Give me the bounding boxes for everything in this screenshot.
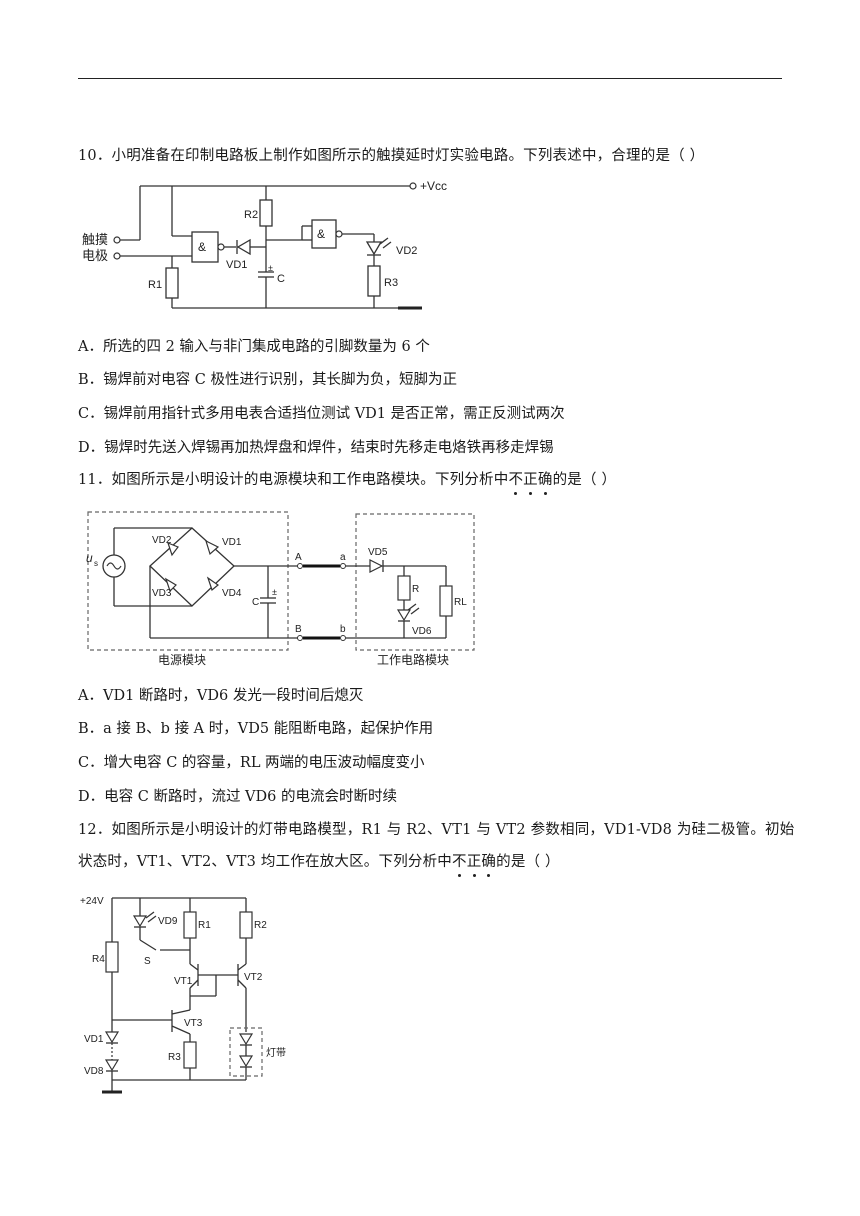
svg-text:VD2: VD2 [152,535,172,546]
q11-stem: 11．如图所示是小明设计的电源模块和工作电路模块。下列分析中不正确的是（ ） [78,472,617,495]
q12-circuit-diagram: +24V R4 VD1 VD8 VD9 S R1 R2 VT1 VT2 [80,896,286,1094]
svg-text:触摸: 触摸 [82,232,108,247]
svg-text:a: a [340,552,346,563]
svg-text:VD8: VD8 [84,1066,104,1077]
q10-circuit-diagram: +Vcc 触摸 电极 R1 & VD1 R2 ± C & VD2 R3 [82,179,447,310]
q10-option-b: B．锡焊前对电容 C 极性进行识别，其长脚为负，短脚为正 [78,372,457,388]
svg-text:±: ± [268,263,273,273]
svg-text:C: C [252,597,259,608]
q11-emphasis: 不正确 [508,472,553,495]
svg-text:VD1: VD1 [222,537,242,548]
q11-circuit-diagram: 电源模块 工作电路模块 u s VD2 VD1 VD3 VD4 C ± A a … [86,511,475,667]
svg-text:灯带: 灯带 [266,1047,286,1059]
q10-stem: 10．小明准备在印制电路板上制作如图所示的触摸延时灯实验电路。下列表述中，合理的… [78,148,705,164]
header-rule [78,78,782,79]
svg-text:R2: R2 [254,920,267,931]
svg-text:VD3: VD3 [152,588,172,599]
q12-stem-line1: 12．如图所示是小明设计的灯带电路模型，R1 与 R2、VT1 与 VT2 参数… [78,822,795,838]
svg-text:电极: 电极 [82,248,108,263]
q10-option-c: C．锡焊前用指针式多用电表合适挡位测试 VD1 是否正常，需正反测试两次 [78,406,565,422]
svg-text:+24V: +24V [80,896,104,907]
q12-emphasis: 不正确 [452,854,497,877]
q11-option-a: A．VD1 断路时，VD6 发光一段时间后熄灭 [78,688,364,704]
q11-option-c: C．增大电容 C 的容量，RL 两端的电压波动幅度变小 [78,755,425,771]
svg-text:R4: R4 [92,954,105,965]
svg-text:R3: R3 [168,1052,181,1063]
svg-text:VT2: VT2 [244,972,263,983]
svg-text:+Vcc: +Vcc [420,179,447,193]
svg-text:&: & [317,227,325,241]
svg-text:VD6: VD6 [412,626,432,637]
q12-stem-line2: 状态时，VT1、VT2、VT3 均工作在放大区。下列分析中不正确的是（ ） [78,854,560,877]
svg-text:u: u [86,551,93,565]
svg-text:±: ± [272,587,277,597]
svg-text:B: B [295,624,302,635]
svg-text:R1: R1 [198,920,211,931]
svg-text:VT1: VT1 [174,976,193,987]
svg-text:s: s [94,559,98,568]
svg-text:VD2: VD2 [396,245,417,257]
svg-text:电源模块: 电源模块 [158,653,206,667]
svg-text:RL: RL [454,597,467,608]
svg-text:&: & [198,240,206,254]
svg-text:工作电路模块: 工作电路模块 [377,652,449,667]
svg-text:S: S [144,956,151,967]
svg-text:b: b [340,624,346,635]
q11-option-d: D．电容 C 断路时，流过 VD6 的电流会时断时续 [78,789,397,805]
svg-text:VD1: VD1 [84,1034,104,1045]
svg-text:VD9: VD9 [158,916,178,927]
svg-text:VT3: VT3 [184,1018,203,1029]
q10-option-d: D．锡焊时先送入焊锡再加热焊盘和焊件，结束时先移走电烙铁再移走焊锡 [78,440,554,456]
svg-text:VD4: VD4 [222,588,242,599]
svg-text:R1: R1 [148,279,162,291]
q11-option-b: B．a 接 B、b 接 A 时，VD5 能阻断电路，起保护作用 [78,721,434,737]
svg-text:R: R [412,584,419,595]
svg-text:C: C [277,273,285,285]
q10-option-a: A．所选的四 2 输入与非门集成电路的引脚数量为 6 个 [78,339,430,355]
svg-text:A: A [295,552,302,563]
svg-text:R2: R2 [244,209,258,221]
svg-text:R3: R3 [384,277,398,289]
svg-text:VD1: VD1 [226,259,247,271]
svg-text:VD5: VD5 [368,547,388,558]
